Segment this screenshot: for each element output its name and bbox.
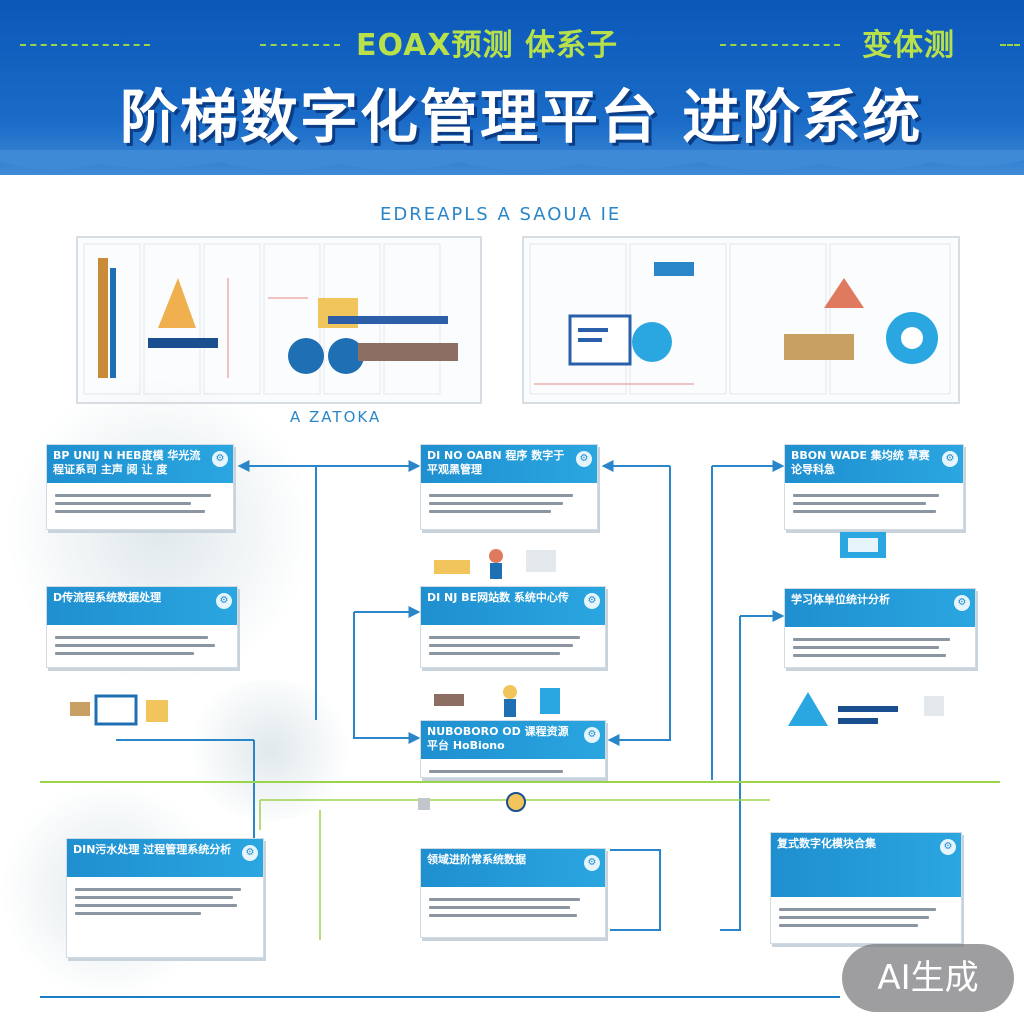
- page-title: 阶梯数字化管理平台 进阶系统: [120, 83, 923, 151]
- card-4-title: D传流程系统数据处理: [47, 587, 237, 625]
- bottom-rule: [40, 996, 840, 998]
- dash-decor-mid-left: [260, 44, 340, 46]
- panel-caption: A ZATOKA: [290, 408, 382, 426]
- gear-icon: ⚙: [216, 593, 232, 609]
- dash-decor-mid-right: [720, 44, 840, 46]
- worker-illustration-1: [434, 549, 556, 579]
- office-illustration: [529, 243, 951, 395]
- gear-icon: ⚙: [576, 451, 592, 467]
- dash-decor-left: [20, 44, 150, 46]
- header-top-right-text: 变体测: [862, 28, 955, 63]
- card-5-title: DI NJ BE网站数 系统中心传: [421, 587, 605, 625]
- dash-decor-right: [1000, 44, 1020, 46]
- process-card-8[interactable]: DIN污水处理 过程管理系统分析 ⚙: [66, 838, 264, 958]
- process-card-7[interactable]: NUBOBORO OD 课程资源平台 HoBiono ⚙: [420, 720, 606, 778]
- illustration-panel-right: [522, 236, 960, 404]
- hub-node-icon: [506, 792, 526, 812]
- card-6-title: 学习体单位统计分析: [785, 589, 975, 627]
- gear-icon: ⚙: [954, 595, 970, 611]
- banner-torn-edge: [0, 150, 1024, 171]
- card-9-title: 领域进阶常系统数据: [421, 849, 605, 887]
- worker-illustration-2: [434, 685, 560, 717]
- server-icon: [840, 532, 886, 558]
- gear-icon: ⚙: [942, 451, 958, 467]
- gear-icon: ⚙: [584, 727, 600, 743]
- desk-illustration: [70, 694, 168, 726]
- process-card-3[interactable]: BBON WADE 集均统 草赛论导科急 ⚙: [784, 444, 964, 530]
- gear-icon: ⚙: [584, 855, 600, 871]
- card-7-title: NUBOBORO OD 课程资源平台 HoBiono: [421, 721, 605, 759]
- process-card-6[interactable]: 学习体单位统计分析 ⚙: [784, 588, 976, 668]
- gear-icon: ⚙: [212, 451, 228, 467]
- process-card-1[interactable]: BP UNIJ N HEB度模 华光流程证系司 主声 阅 让 度 ⚙: [46, 444, 234, 530]
- process-card-5[interactable]: DI NJ BE网站数 系统中心传 ⚙: [420, 586, 606, 668]
- ai-generated-badge: AI生成: [842, 944, 1014, 1012]
- process-card-4[interactable]: D传流程系统数据处理 ⚙: [46, 586, 238, 668]
- header-top-left-text: EOAX预测 体系子: [356, 28, 618, 63]
- gear-icon: ⚙: [584, 593, 600, 609]
- chart-illustration: [788, 692, 944, 726]
- process-card-9[interactable]: 领域进阶常系统数据 ⚙: [420, 848, 606, 938]
- header-banner: [0, 0, 1024, 175]
- watercolor-wash-center-left: [180, 680, 360, 820]
- card-2-title: DI NO OABN 程序 数字于平观黑管理: [421, 445, 597, 483]
- factory-illustration: [83, 243, 458, 395]
- card-8-title: DIN污水处理 过程管理系统分析: [67, 839, 263, 877]
- card-1-title: BP UNIJ N HEB度模 华光流程证系司 主声 阅 让 度: [47, 445, 233, 483]
- process-card-2[interactable]: DI NO OABN 程序 数字于平观黑管理 ⚙: [420, 444, 598, 530]
- gear-icon: ⚙: [940, 839, 956, 855]
- card-3-title: BBON WADE 集均统 草赛论导科急: [785, 445, 963, 483]
- gear-icon: ⚙: [242, 845, 258, 861]
- card-10-title: 复式数字化模块合集: [771, 833, 961, 897]
- section-label: EDREAPLS A SAOUA IE: [380, 204, 622, 225]
- illustration-panel-left: [76, 236, 482, 404]
- process-card-10[interactable]: 复式数字化模块合集 ⚙: [770, 832, 962, 944]
